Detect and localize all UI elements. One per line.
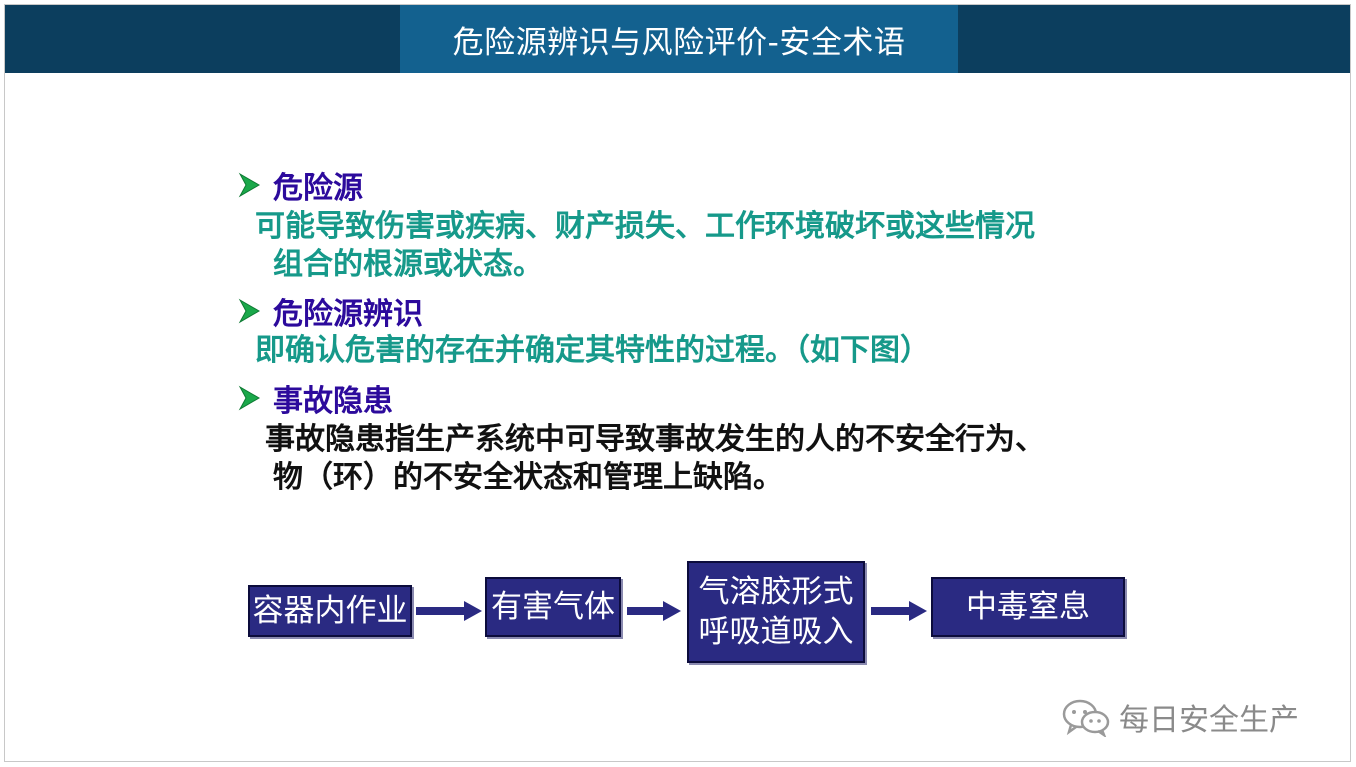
flow-box-label: 有害气体 — [491, 589, 615, 625]
flow-box-label-line2: 呼吸道吸入 — [698, 614, 854, 650]
watermark-text: 每日安全生产 — [1119, 703, 1299, 738]
slide: 危险源辨识与风险评价-安全术语 危险源 可能导致伤害或疾病、财产损失、工作环境破… — [4, 4, 1351, 762]
description-line: 组合的根源或状态。 — [273, 247, 543, 282]
description-line: 可能导致伤害或疾病、财产损失、工作环境破坏或这些情况 — [255, 209, 1035, 244]
bullet-arrow-icon — [238, 385, 260, 411]
bullet-arrow-icon — [238, 298, 260, 324]
bullet-heading: 危险源辨识 — [273, 297, 423, 332]
bullet-item-hazard-identification: 危险源辨识 — [237, 289, 423, 333]
flow-arrow-icon — [871, 601, 927, 621]
bullet-heading: 事故隐患 — [273, 384, 393, 419]
bullet-heading: 危险源 — [273, 171, 363, 206]
description-line: 事故隐患指生产系统中可导致事故发生的人的不安全行为、 — [265, 422, 1045, 457]
flow-box-label: 容器内作业 — [252, 593, 408, 629]
flow-arrow-icon — [627, 601, 681, 621]
wechat-icon — [1062, 699, 1110, 737]
flow-box-label: 中毒窒息 — [966, 589, 1090, 625]
description-line: 即确认危害的存在并确定其特性的过程。（如下图） — [255, 333, 930, 368]
bullet-arrow-icon — [238, 172, 260, 198]
flow-box-aerosol-inhalation: 气溶胶形式 呼吸道吸入 — [687, 561, 865, 663]
flow-box-harmful-gas: 有害气体 — [485, 577, 621, 637]
flow-box-label-line1: 气溶胶形式 — [698, 574, 854, 610]
bullet-item-accident-hazard: 事故隐患 — [237, 376, 393, 420]
watermark: 每日安全生产 — [1061, 695, 1299, 739]
flow-arrow-icon — [416, 601, 482, 621]
flow-box-container-work: 容器内作业 — [248, 585, 412, 637]
slide-title: 危险源辨识与风险评价-安全术语 — [452, 24, 906, 61]
bullet-item-hazard: 危险源 — [237, 163, 363, 207]
description-line: 物（环）的不安全状态和管理上缺陷。 — [273, 460, 783, 495]
flow-box-poisoning-suffocation: 中毒窒息 — [931, 577, 1125, 637]
header-title-box: 危险源辨识与风险评价-安全术语 — [400, 5, 958, 73]
header-bar: 危险源辨识与风险评价-安全术语 — [5, 5, 1350, 73]
